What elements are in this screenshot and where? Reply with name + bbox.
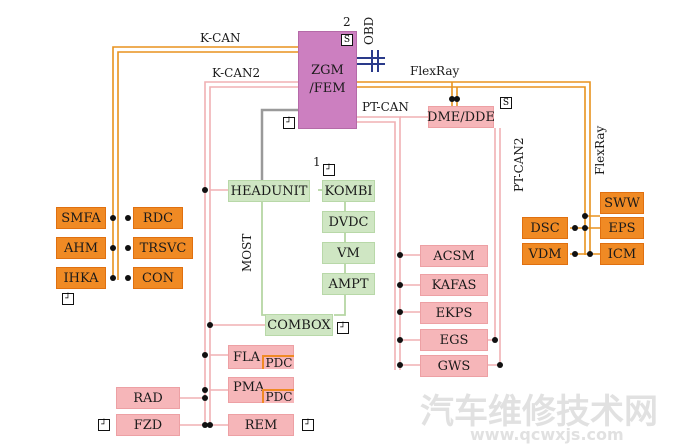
pma-label: PMA [233, 380, 265, 395]
pdc-module: PDC [262, 389, 294, 404]
junction-dot [207, 322, 213, 328]
junction-dot [587, 251, 593, 257]
obd-wire [357, 50, 385, 72]
kombi-module: KOMBI [322, 180, 375, 202]
watermark-url: www.qcwxjs.com [470, 425, 624, 444]
smfa-module: SMFA [56, 207, 106, 229]
kcan2-wire [180, 81, 298, 426]
junction-dot [110, 245, 116, 251]
junction-dot [449, 96, 455, 102]
dsc-module: DSC [522, 217, 568, 239]
trsvc-module: TRSVC [133, 237, 193, 259]
eps-module: EPS [600, 217, 644, 239]
junction-dot [397, 282, 403, 288]
junction-dot [572, 251, 578, 257]
junction-dot [582, 225, 588, 231]
combox-module: COMBOX [265, 314, 333, 336]
egs-module: EGS [420, 329, 488, 351]
ahm-module: AHM [56, 237, 106, 259]
junction-dot [125, 275, 131, 281]
vdm-module: VDM [522, 243, 568, 265]
junction-dot [397, 252, 403, 258]
junction-dot [125, 245, 131, 251]
junction-dot [110, 215, 116, 221]
flexray-top-label: FlexRay [410, 64, 460, 78]
wake-up-icon: ┘ [323, 164, 335, 176]
ptcan-wire [357, 116, 428, 370]
ptcan2-label: PT-CAN2 [512, 137, 526, 192]
junction-dot [110, 275, 116, 281]
junction-dot [497, 362, 503, 368]
junction-dot [454, 96, 460, 102]
rad-module: RAD [116, 387, 180, 409]
junction-dot [202, 395, 208, 401]
watermark-text: 汽车维修技术网 [420, 392, 658, 432]
wake-up-icon: ┘ [302, 419, 314, 431]
zgm-line1: ZGM [311, 63, 344, 78]
junction-dot [125, 215, 131, 221]
kcan2-label: K-CAN2 [212, 66, 261, 80]
kcan-wire [112, 46, 298, 280]
sww-module: SWW [600, 192, 644, 214]
junction-dot [202, 387, 208, 393]
pdc-module: PDC [262, 355, 294, 370]
zgm-module: ZGM /FEM [298, 31, 357, 129]
dvdc-module: DVDC [322, 211, 375, 233]
junction-dot [397, 337, 403, 343]
junction-dot [207, 422, 213, 428]
zgm-line2: /FEM [309, 81, 346, 96]
junction-dot [397, 362, 403, 368]
junction-dot [397, 309, 403, 315]
kombi-number: 1 [313, 155, 321, 169]
wake-up-icon: ┘ [62, 293, 74, 305]
ptcan-label: PT-CAN [362, 100, 409, 114]
rem-module: REM [228, 414, 294, 436]
wake-up-icon: ┘ [337, 322, 349, 334]
fla-label: FLA [233, 349, 261, 365]
rdc-module: RDC [133, 207, 183, 229]
ekps-module: EKPS [420, 302, 488, 324]
junction-dot [202, 422, 208, 428]
acsm-module: ACSM [420, 245, 488, 267]
most-label: MOST [240, 233, 254, 272]
ptcan2-wire [488, 128, 501, 366]
junction-dot [492, 337, 498, 343]
wake-up-icon: ┘ [98, 419, 110, 431]
wake-up-icon: ┘ [283, 117, 295, 129]
s-icon: S [341, 34, 353, 46]
con-module: CON [133, 267, 183, 289]
vm-module: VM [322, 242, 375, 264]
junction-dot [202, 187, 208, 193]
zgm-number: 2 [343, 15, 351, 29]
dme-module: DME/DDE [427, 106, 495, 128]
obd-label: OBD [362, 16, 376, 45]
s-icon: S [500, 97, 512, 109]
headunit-module: HEADUNIT [228, 180, 310, 202]
ihka-module: IHKA [56, 267, 106, 289]
junction-dot [582, 213, 588, 219]
flexray-side-label: FlexRay [593, 125, 607, 175]
junction-dot [202, 352, 208, 358]
kafas-module: KAFAS [420, 274, 488, 296]
wakeup-wire [260, 108, 300, 180]
gws-module: GWS [420, 355, 488, 377]
fzd-module: FZD [116, 414, 180, 436]
most-wire [261, 189, 346, 316]
junction-dot [572, 225, 578, 231]
ampt-module: AMPT [322, 273, 375, 295]
icm-module: ICM [600, 243, 644, 265]
kcan-label: K-CAN [200, 31, 241, 45]
